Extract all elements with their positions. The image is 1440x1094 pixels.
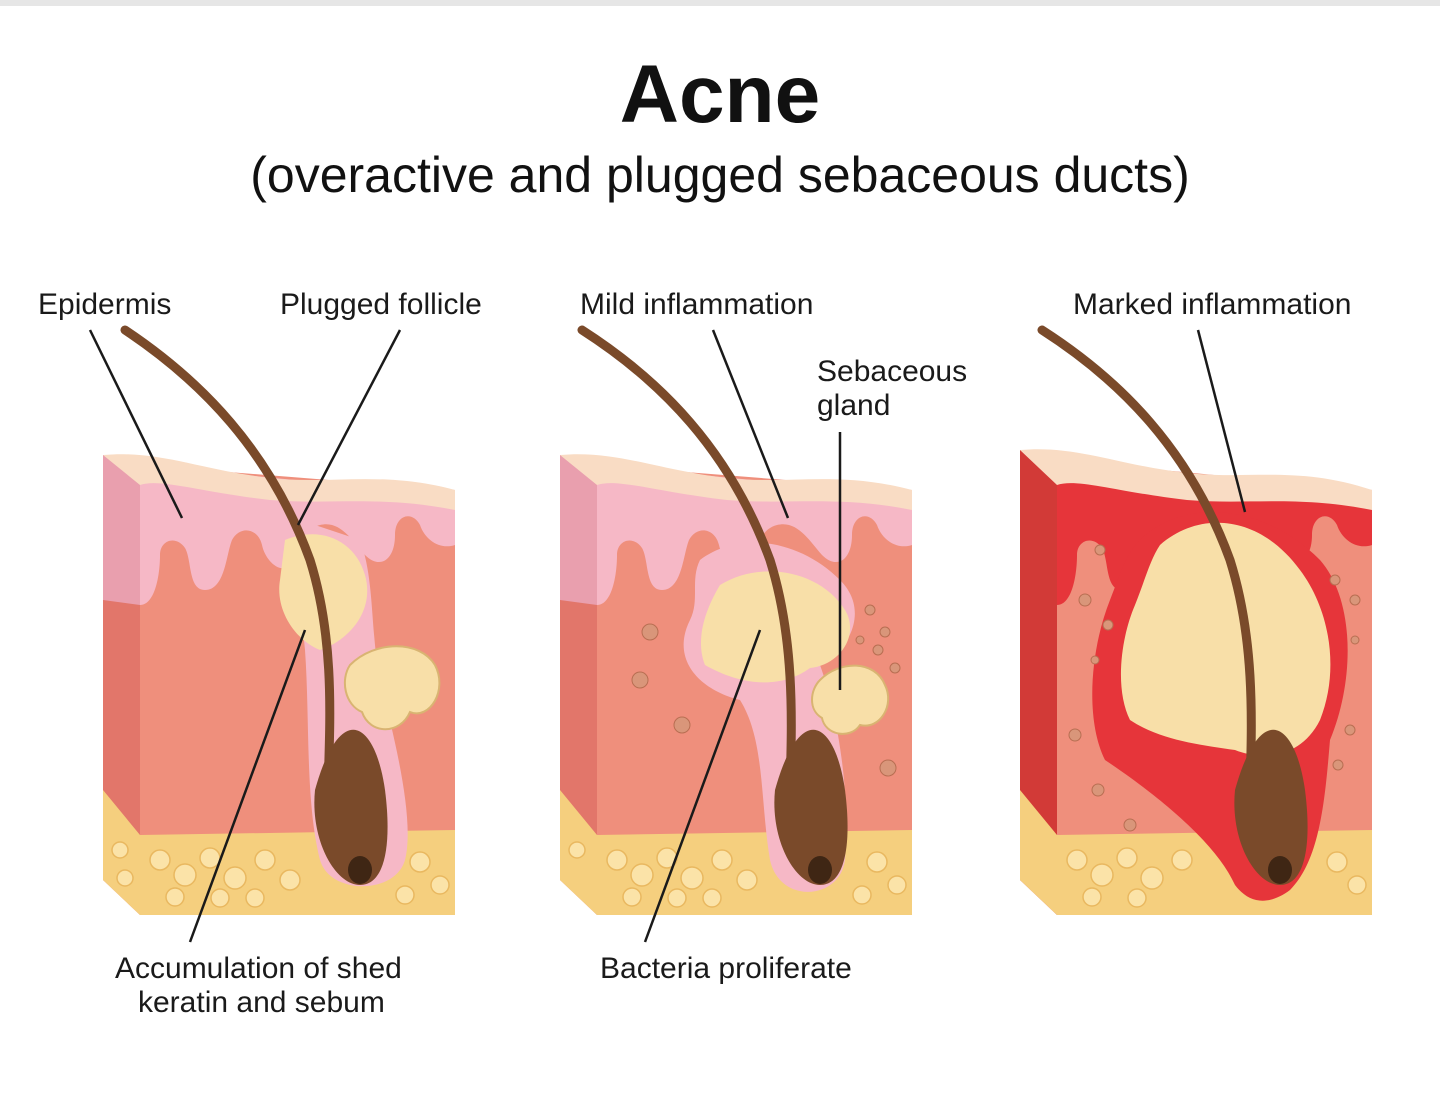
- leader-mild-inflammation: [711, 329, 790, 519]
- keratin-plug: [279, 534, 368, 650]
- label-marked-inflammation: Marked inflammation: [1073, 288, 1351, 321]
- label-epidermis: Epidermis: [38, 288, 171, 321]
- keratin-plug: [1120, 522, 1331, 756]
- fat-cells: [1066, 847, 1367, 908]
- hair-bulb: [774, 729, 848, 885]
- epidermis-side: [560, 455, 597, 605]
- hair-bulb: [314, 729, 388, 885]
- label-sebaceous-line2: gland: [817, 389, 890, 422]
- bacteria-dots: [1068, 544, 1361, 832]
- page-subtitle: (overactive and plugged sebaceous ducts): [250, 147, 1190, 203]
- panel-plugged-follicle: [103, 325, 455, 915]
- label-accumulation-line2: keratin and sebum: [138, 986, 385, 1019]
- fat-cells: [568, 841, 907, 908]
- sebaceous-gland: [343, 645, 441, 731]
- hair-papilla: [348, 856, 372, 884]
- panel-marked-inflammation: [1020, 325, 1372, 915]
- sebaceous-gland: [811, 664, 890, 735]
- hair-shaft: [120, 325, 335, 795]
- hair-shaft: [577, 325, 796, 795]
- fat-cells: [111, 841, 450, 908]
- leader-plugged-follicle: [296, 329, 402, 526]
- bacteria-dots: [631, 604, 901, 777]
- leader-bacteria: [643, 629, 762, 943]
- leader-accumulation: [188, 629, 307, 943]
- keratin-plug: [700, 571, 851, 683]
- label-mild-inflammation: Mild inflammation: [580, 288, 813, 321]
- label-accumulation-line1: Accumulation of shed: [115, 952, 402, 985]
- hair-bulb: [1234, 729, 1308, 885]
- label-bacteria: Bacteria proliferate: [600, 952, 852, 985]
- leader-epidermis: [88, 329, 184, 519]
- hair-shaft: [1037, 325, 1256, 795]
- panel-mild-inflammation: [560, 325, 912, 915]
- page-title: Acne: [619, 49, 821, 140]
- epidermis-side: [103, 455, 140, 605]
- hair-papilla: [1268, 856, 1292, 884]
- skin-block-side: [1020, 450, 1057, 915]
- leader-marked-inflammation: [1196, 329, 1247, 513]
- label-plugged-follicle: Plugged follicle: [280, 288, 482, 321]
- leader-lines: [88, 329, 1247, 943]
- top-border: [0, 0, 1440, 6]
- hair-papilla: [808, 856, 832, 884]
- label-sebaceous-line1: Sebaceous: [817, 355, 967, 388]
- skin-surface: [103, 454, 455, 510]
